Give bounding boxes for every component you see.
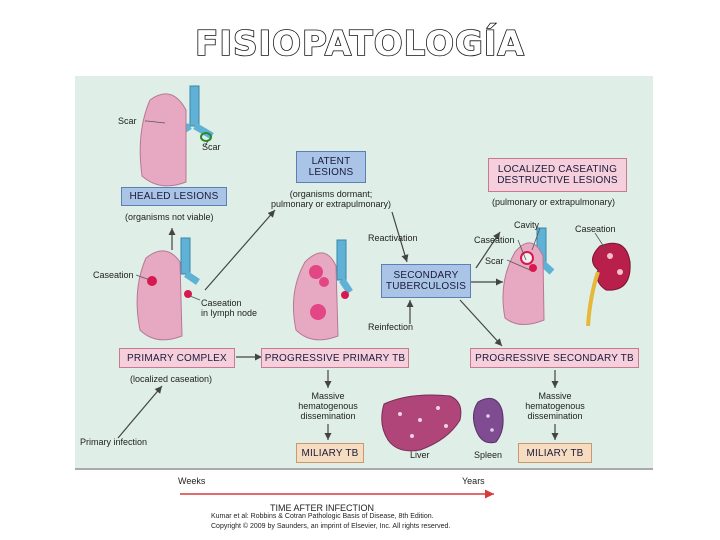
label-scar-right: Scar xyxy=(202,142,221,152)
miliary-tb-right-box: MILIARY TB xyxy=(518,443,592,463)
kidney-illustration xyxy=(586,242,631,327)
timeline-years-label: Years xyxy=(462,476,485,486)
label-scar-secondary: Scar xyxy=(485,256,504,266)
spleen-illustration xyxy=(472,397,504,444)
label-reinfection: Reinfection xyxy=(368,322,414,332)
liver-illustration xyxy=(381,394,462,452)
label-organisms-dormant: (organisms dormant;pulmonary or extrapul… xyxy=(270,189,392,209)
label-caseation-kidney: Caseation xyxy=(575,224,616,234)
label-scar-top: Scar xyxy=(118,116,137,126)
timeline-axis-title: TIME AFTER INFECTION xyxy=(270,503,375,513)
label-pulmonary-extrapulmonary: (pulmonary or extrapulmonary) xyxy=(492,197,616,207)
timeline-weeks-label: Weeks xyxy=(178,476,206,486)
lung-progressive-primary-illustration xyxy=(292,239,353,341)
flow-arrows xyxy=(117,209,559,440)
label-cavity: Cavity xyxy=(514,220,540,230)
label-reactivation: Reactivation xyxy=(368,233,418,243)
lung-primary-complex-illustration xyxy=(136,237,200,341)
citation-footer: Kumar et al: Robbins & Cotran Pathologic… xyxy=(211,513,451,530)
label-spleen: Spleen xyxy=(474,450,503,460)
label-caseation-lung: Caseation xyxy=(93,270,134,280)
lung-healed-illustration xyxy=(139,85,214,187)
label-caseation-secondary: Caseation xyxy=(474,235,515,245)
progressive-secondary-box: PROGRESSIVE SECONDARY TB xyxy=(470,348,639,368)
miliary-tb-left-box: MILIARY TB xyxy=(296,443,364,463)
label-liver: Liver xyxy=(410,450,430,460)
label-organisms-not-viable: (organisms not viable) xyxy=(125,212,214,222)
label-primary-infection: Primary infection xyxy=(80,437,148,447)
lung-secondary-illustration xyxy=(502,227,555,325)
label-localized-caseation: (localized caseation) xyxy=(130,374,213,384)
primary-complex-box: PRIMARY COMPLEX xyxy=(119,348,235,368)
progressive-primary-box: PROGRESSIVE PRIMARY TB xyxy=(261,348,409,368)
healed-lesions-box: HEALED LESIONS xyxy=(121,187,227,206)
page-title: FISIOPATOLOGÍA xyxy=(194,23,525,65)
leader-lines xyxy=(135,120,607,301)
